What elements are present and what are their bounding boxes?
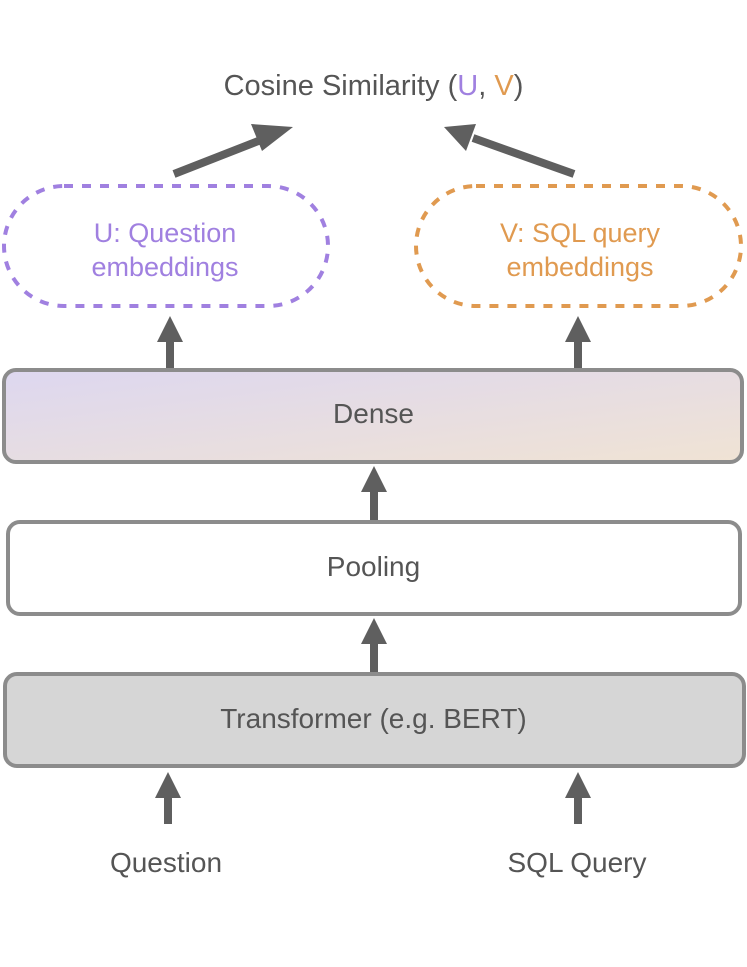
- dense-to-u-arrow: [157, 316, 183, 368]
- dense-layer-box: [2, 368, 744, 464]
- transformer-to-pooling-arrow: [361, 618, 387, 672]
- dense-layer-label: Dense: [333, 398, 414, 429]
- pooling-layer-box: [6, 520, 742, 616]
- question-input-arrow: [155, 772, 181, 824]
- pooling-to-dense-arrow: [361, 466, 387, 520]
- diagram-title: Cosine Similarity (U, V): [0, 70, 747, 103]
- u-embedding-label: U: Question embeddings: [0, 216, 330, 284]
- title-suffix: ): [513, 70, 524, 102]
- v-embedding-box: [414, 184, 743, 308]
- v-embedding-label: V: SQL query embeddings: [415, 216, 745, 284]
- transformer-layer-label: Transformer (e.g. BERT): [220, 703, 527, 734]
- pooling-layer-label: Pooling: [326, 551, 421, 582]
- sql-input-arrow: [565, 772, 591, 824]
- v-embedding-line1: V: SQL query: [499, 218, 661, 248]
- title-u: U: [457, 70, 479, 102]
- u-embedding-box: [2, 184, 330, 308]
- left-diagonal-arrow: [172, 124, 293, 178]
- sql-query-input-label: SQL Query: [507, 847, 647, 878]
- v-embedding-line2: embeddings: [506, 252, 654, 282]
- u-embedding-line1: U: Question: [93, 218, 237, 248]
- transformer-layer-box: [3, 672, 746, 768]
- u-embedding-line2: embeddings: [91, 252, 239, 282]
- title-v: V: [494, 70, 514, 102]
- dense-to-v-arrow: [565, 316, 591, 368]
- title-separator: ,: [478, 70, 495, 102]
- right-diagonal-arrow: [444, 124, 576, 178]
- question-input-label: Question: [109, 847, 223, 878]
- title-prefix: Cosine Similarity (: [223, 70, 458, 102]
